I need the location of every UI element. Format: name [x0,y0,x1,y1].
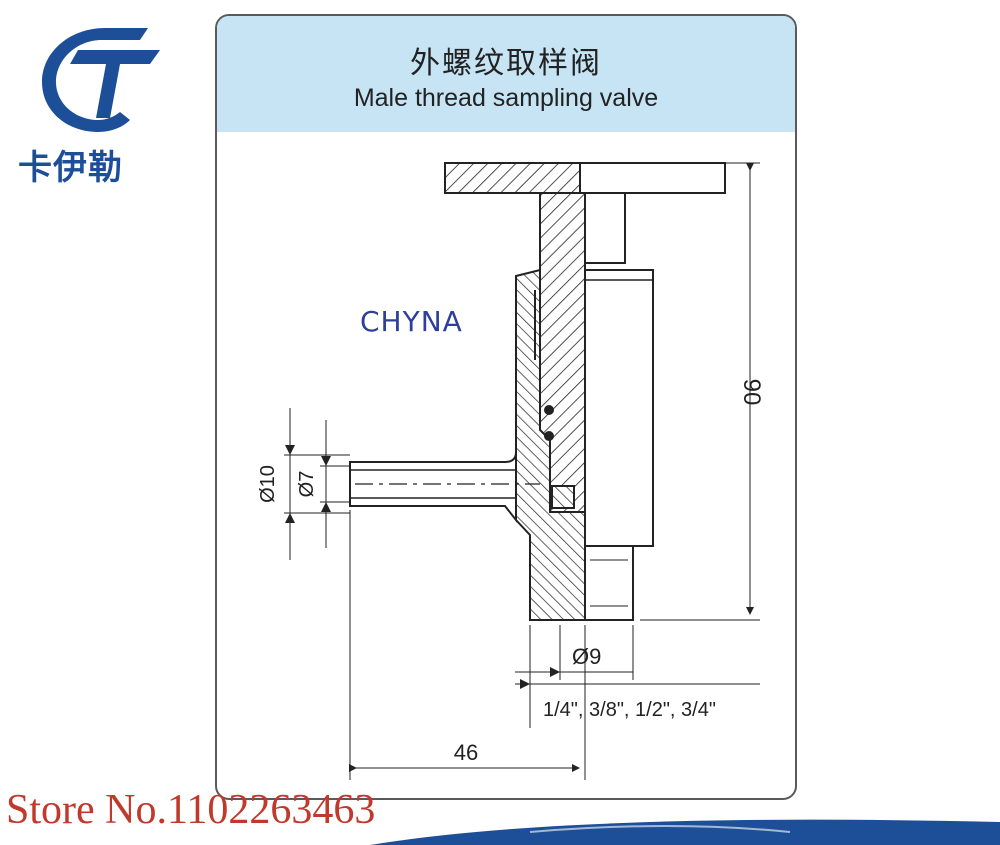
dim-outer-dia-label: Ø10 [257,465,279,503]
panel-header: 外螺纹取样阀 Male thread sampling valve [217,16,795,132]
top-flange [444,162,726,194]
dim-bore-label: Ø9 [572,644,601,669]
title-chinese: 外螺纹取样阀 [410,46,602,81]
valve-body [515,268,654,621]
dim-outlet-diameters [284,408,350,560]
dim-height [640,162,760,621]
kayile-logo-icon [42,28,160,132]
dim-thread-label: 1/4", 3/8", 1/2", 3/4" [543,699,716,721]
store-watermark: Store No.1102263463 [6,787,376,833]
dim-thread [515,625,760,728]
company-logo [30,20,170,190]
dim-length-label: 46 [454,740,478,765]
dim-bore [515,625,634,680]
diagram-panel: 外螺纹取样阀 Male thread sampling valve [215,14,797,800]
decorative-banner [370,819,1000,845]
dim-height-label: 90 [738,379,765,406]
logo-text: 卡伊勒 [18,148,123,188]
dim-length [349,510,586,780]
side-outlet [349,451,575,523]
dim-inner-dia-label: Ø7 [296,471,318,498]
brand-mark: CHYNA [360,305,463,338]
title-english: Male thread sampling valve [353,84,659,112]
